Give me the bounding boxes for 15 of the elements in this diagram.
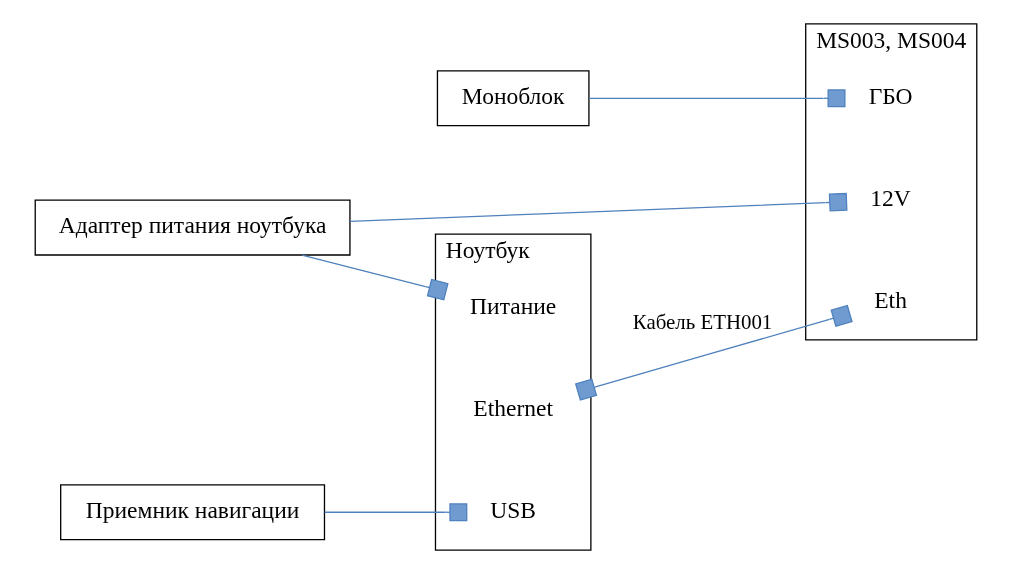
node-text: Ethernet: [473, 395, 553, 422]
connector: [349, 192, 848, 223]
connector: [301, 254, 449, 301]
node-box: Моноблок: [436, 70, 590, 127]
connector: [574, 304, 853, 401]
node-text: ГБО: [868, 83, 913, 110]
node-text: Питание: [470, 293, 557, 320]
edge-label: Кабель ETH001: [632, 310, 773, 335]
node-box: Приемник навигации: [60, 484, 326, 541]
node-text: 12V: [870, 184, 911, 211]
connector: [323, 503, 468, 522]
node-box: Адаптер питания ноутбука: [34, 199, 351, 256]
node-text: Eth: [874, 286, 907, 313]
node-text: USB: [490, 497, 537, 524]
connector: [588, 89, 846, 108]
